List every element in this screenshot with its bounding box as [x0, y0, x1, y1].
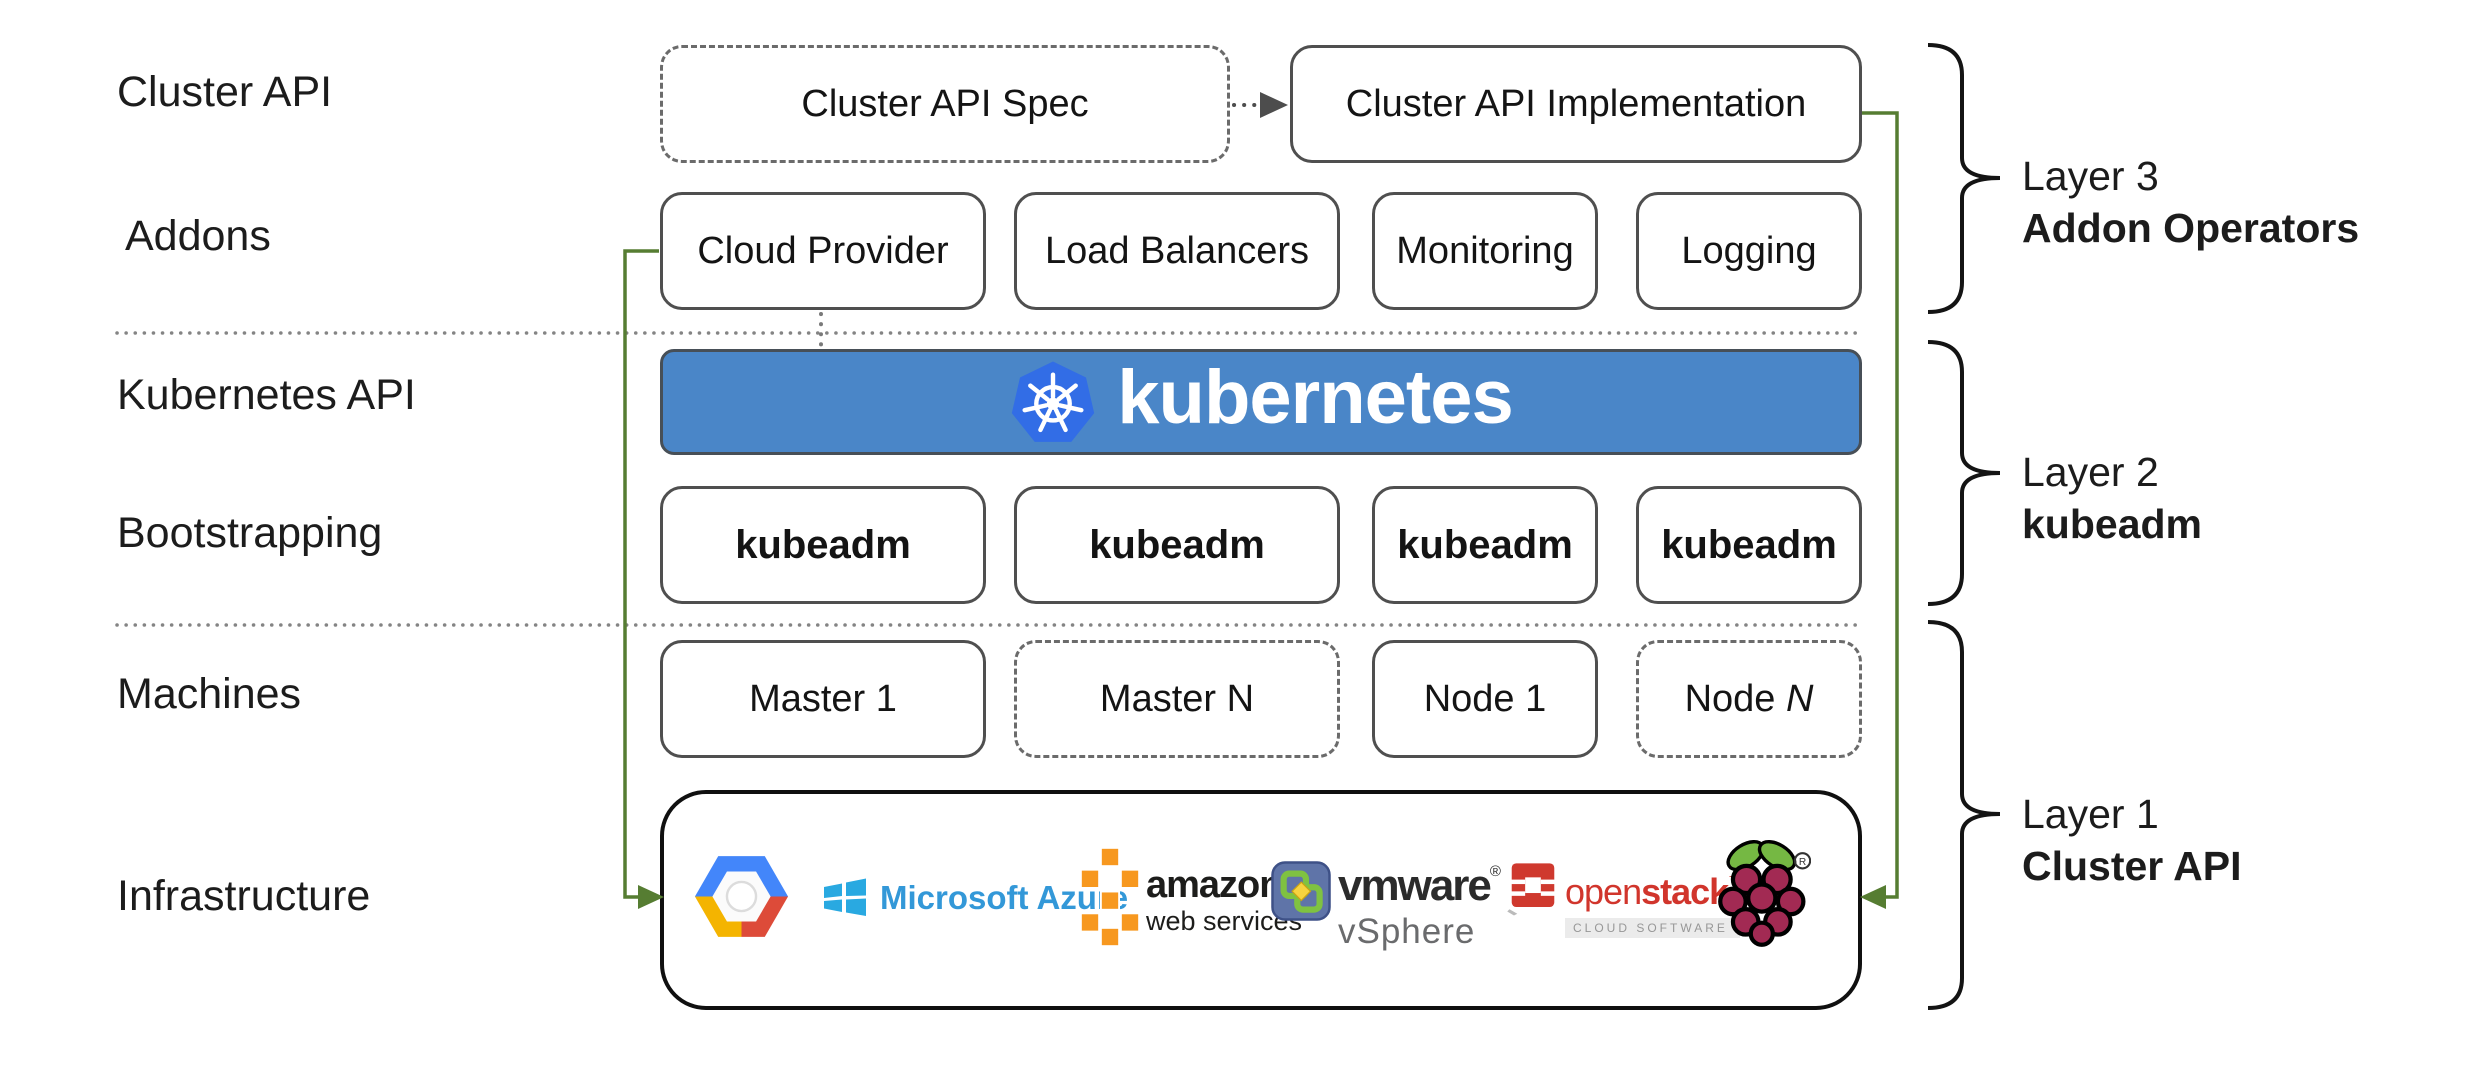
- cluster-api-spec-label: Cluster API Spec: [801, 82, 1089, 125]
- kubeadm-box-4: kubeadm: [1636, 486, 1862, 604]
- vsphere-label: vSphere: [1338, 912, 1476, 951]
- amazon-label: amazon: [1146, 864, 1282, 906]
- master-1-label: Master 1: [749, 677, 897, 720]
- microsoft-azure-icon: [820, 872, 870, 922]
- layer-2-annotation: Layer 2 kubeadm: [2022, 446, 2202, 550]
- addon-load-balancers-box: Load Balancers: [1014, 192, 1340, 310]
- kubeadm-label: kubeadm: [1661, 522, 1837, 567]
- green-arrowhead-left: [638, 885, 664, 909]
- master-1-box: Master 1: [660, 640, 986, 758]
- vmware-vsphere-icon: [1270, 860, 1332, 922]
- raspberry-pi-icon: R: [1716, 833, 1811, 953]
- vmware-registered-mark: ®: [1489, 863, 1501, 880]
- layer-2-brace: [1927, 340, 2001, 606]
- kubeadm-label: kubeadm: [1089, 522, 1265, 567]
- addon-cloud-provider-box: Cloud Provider: [660, 192, 986, 310]
- node-1-label: Node 1: [1423, 677, 1547, 720]
- node-1-box: Node 1: [1372, 640, 1598, 758]
- green-connector-left: [623, 249, 659, 899]
- cloud-software-label: CLOUD SOFTWARE: [1565, 918, 1741, 938]
- monitoring-label: Monitoring: [1396, 229, 1574, 272]
- aws-cubes-icon: [1080, 843, 1140, 951]
- aws-wordmark: amazon web services: [1146, 866, 1302, 935]
- row-label-kubernetes-api: Kubernetes API: [117, 371, 416, 419]
- openstack-label: openstack™: [1565, 874, 1741, 910]
- row-label-infrastructure: Infrastructure: [117, 872, 371, 920]
- kubernetes-banner: kubernetes: [660, 349, 1862, 455]
- master-n-box: Master N: [1014, 640, 1340, 758]
- layer-1-brace: [1927, 620, 2001, 1010]
- node-n-box: Node N: [1636, 640, 1862, 758]
- layer-2-title: Layer 2: [2022, 449, 2159, 495]
- green-connector-right: [1862, 111, 1899, 899]
- addon-logging-box: Logging: [1636, 192, 1862, 310]
- kubernetes-logo-icon: [1009, 356, 1097, 448]
- cluster-api-spec-box: Cluster API Spec: [660, 45, 1230, 163]
- master-n-label: Master N: [1099, 677, 1255, 720]
- kubeadm-label: kubeadm: [735, 522, 911, 567]
- layer-3-annotation: Layer 3 Addon Operators: [2022, 150, 2359, 254]
- row-label-bootstrapping: Bootstrapping: [117, 509, 383, 557]
- cluster-api-implementation-box: Cluster API Implementation: [1290, 45, 1862, 163]
- spec-to-implementation-arrowhead: [1260, 92, 1288, 118]
- row-label-addons: Addons: [125, 212, 271, 260]
- addon-monitoring-box: Monitoring: [1372, 192, 1598, 310]
- raspberry-registered-mark: R: [1799, 857, 1806, 868]
- kubeadm-box-1: kubeadm: [660, 486, 986, 604]
- cloud-provider-label: Cloud Provider: [697, 229, 949, 272]
- row-label-cluster-api: Cluster API: [117, 68, 333, 116]
- layer-1-title: Layer 1: [2022, 791, 2159, 837]
- layer-3-title: Layer 3: [2022, 153, 2159, 199]
- node-n-italic-n: N: [1785, 677, 1814, 720]
- layer-2-subtitle: kubeadm: [2022, 501, 2202, 547]
- load-balancers-label: Load Balancers: [1044, 229, 1310, 272]
- kubernetes-banner-label: kubernetes: [1117, 355, 1513, 440]
- kubeadm-label: kubeadm: [1397, 522, 1573, 567]
- green-arrowhead-right: [1860, 885, 1886, 909]
- layer-3-subtitle: Addon Operators: [2022, 205, 2360, 251]
- layer-1-subtitle: Cluster API: [2022, 843, 2242, 889]
- vmware-wordmark: vmware® vSphere: [1338, 861, 1501, 951]
- openstack-icon: [1505, 858, 1561, 918]
- layer-1-annotation: Layer 1 Cluster API: [2022, 788, 2241, 892]
- node-n-label: Node N: [1684, 677, 1814, 720]
- openstack-wordmark: openstack™ CLOUD SOFTWARE: [1565, 874, 1741, 938]
- kubeadm-box-3: kubeadm: [1372, 486, 1598, 604]
- kubeadm-box-2: kubeadm: [1014, 486, 1340, 604]
- layer-3-brace: [1927, 43, 2001, 314]
- vmware-label: vmware®: [1338, 861, 1501, 910]
- google-cloud-icon: [693, 848, 790, 945]
- cluster-api-implementation-label: Cluster API Implementation: [1345, 82, 1807, 125]
- logging-label: Logging: [1681, 229, 1817, 272]
- row-label-machines: Machines: [117, 670, 302, 718]
